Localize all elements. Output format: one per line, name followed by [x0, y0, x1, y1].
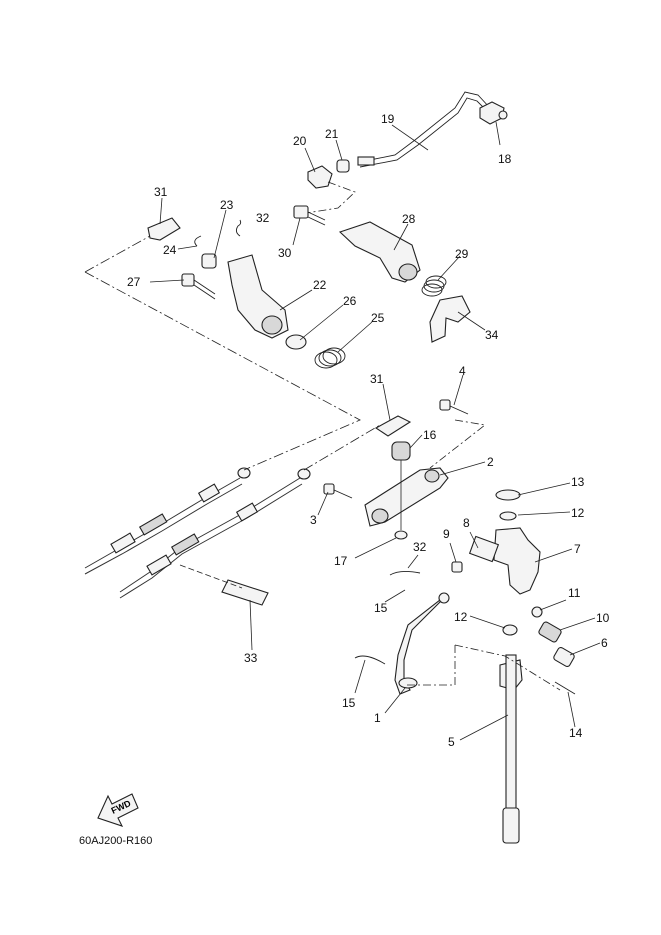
- shift-lever-assembly: [293, 205, 471, 343]
- callout-15-upper: 15: [374, 601, 388, 615]
- callout-11: 11: [568, 586, 581, 600]
- callout-2: 2: [487, 455, 494, 469]
- callout-18: 18: [498, 152, 512, 166]
- callout-29: 29: [455, 247, 469, 261]
- callout-3: 3: [310, 513, 317, 527]
- callout-1: 1: [374, 711, 381, 725]
- callout-22: 22: [313, 278, 327, 292]
- throttle-rod-assembly: [299, 91, 508, 215]
- callout-12-upper: 12: [571, 506, 585, 520]
- control-cables: [84, 235, 381, 599]
- callout-27: 27: [127, 275, 141, 289]
- callout-32-upper: 32: [256, 211, 270, 225]
- callout-20: 20: [293, 134, 307, 148]
- callout-31-lower: 31: [370, 372, 384, 386]
- callout-17: 17: [334, 554, 348, 568]
- callout-33: 33: [244, 651, 258, 665]
- callout-21: 21: [325, 127, 339, 141]
- callout-8: 8: [463, 516, 470, 530]
- callout-30: 30: [278, 246, 292, 260]
- callout-19: 19: [381, 112, 395, 126]
- forward-arrow-icon: FWD: [97, 793, 139, 827]
- callout-31-upper: 31: [154, 185, 168, 199]
- diagram-code: 60AJ200-R160: [79, 835, 153, 847]
- shift-arm-assembly: [323, 399, 486, 540]
- callout-15-lower: 15: [342, 696, 356, 710]
- callout-14: 14: [569, 726, 583, 740]
- callout-4: 4: [459, 364, 466, 378]
- callout-6: 6: [601, 636, 608, 650]
- leader-lines: [149, 121, 601, 741]
- callout-28: 28: [402, 212, 416, 226]
- callout-23: 23: [220, 198, 234, 212]
- caution-label: [179, 564, 269, 606]
- callout-7: 7: [574, 542, 581, 556]
- callout-10: 10: [596, 611, 610, 625]
- callout-9: 9: [443, 527, 450, 541]
- callout-32-lower: 32: [413, 540, 427, 554]
- remote-bracket-assembly: [147, 217, 346, 369]
- callout-26: 26: [343, 294, 357, 308]
- callout-5: 5: [448, 735, 455, 749]
- callout-25: 25: [371, 311, 385, 325]
- callout-12-lower: 12: [454, 610, 468, 624]
- callout-34: 34: [485, 328, 499, 342]
- callout-16: 16: [423, 428, 437, 442]
- shift-rod-assembly: [354, 489, 576, 844]
- callout-13: 13: [571, 475, 585, 489]
- callout-24: 24: [163, 243, 177, 257]
- callout-numbers: 19 18 20 21 31 23 32 24 27 22 26 25 30 2…: [127, 112, 610, 749]
